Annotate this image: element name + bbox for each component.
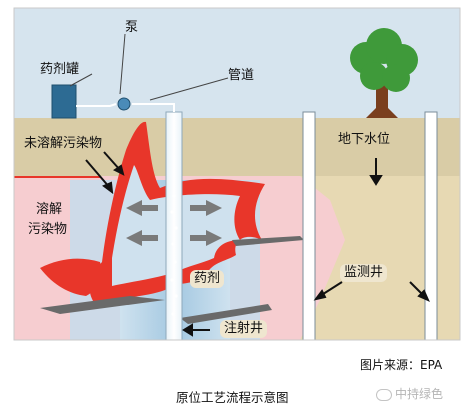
watermark-text: 中持绿色 <box>395 387 444 401</box>
plume-finger-bottom <box>180 304 272 324</box>
injection-bubbles <box>170 194 178 316</box>
callout-arrows <box>85 151 430 337</box>
tree-roots <box>366 108 398 118</box>
monitor-well-right <box>424 111 438 341</box>
image-source: 图片来源：EPA <box>360 358 443 372</box>
dissolved-label-line1: 溶解 <box>36 202 63 217</box>
tank-icon <box>51 84 77 119</box>
injection-well <box>165 111 183 341</box>
reagent-label: 药剂 <box>190 270 225 288</box>
groundwater-label: 地下水位 <box>338 132 391 147</box>
monitor-well-left <box>302 111 316 341</box>
plume-finger-top <box>14 176 100 178</box>
dissolved-label-line2: 污染物 <box>28 222 68 237</box>
arrow-right-lower <box>190 230 222 246</box>
arrow-left-lower <box>126 230 158 246</box>
watermark: 中持绿色 <box>376 385 443 402</box>
arrow-left-upper <box>126 200 158 216</box>
watermark-icon <box>376 388 392 401</box>
arrow-right-upper <box>190 200 222 216</box>
dissolution-arrows <box>126 200 222 246</box>
pump-label: 泵 <box>125 20 139 35</box>
plume-finger-lower <box>40 296 165 314</box>
undissolved-label: 未溶解污染物 <box>24 136 103 151</box>
plume-finger-right <box>232 236 304 246</box>
pipe-label: 管道 <box>228 68 255 83</box>
leader-lines <box>69 33 229 101</box>
figure-caption: 原位工艺流程示意图 <box>176 390 289 405</box>
plume-left-lobe <box>40 258 102 296</box>
pipe-line <box>76 103 175 112</box>
tank-label: 药剂罐 <box>40 62 80 77</box>
tree-foliage <box>350 28 418 92</box>
monitor-well-label: 监测井 <box>340 264 388 282</box>
diagram-frame <box>13 7 461 341</box>
injection-well-label: 注射井 <box>220 320 268 338</box>
pump-icon <box>117 97 131 111</box>
